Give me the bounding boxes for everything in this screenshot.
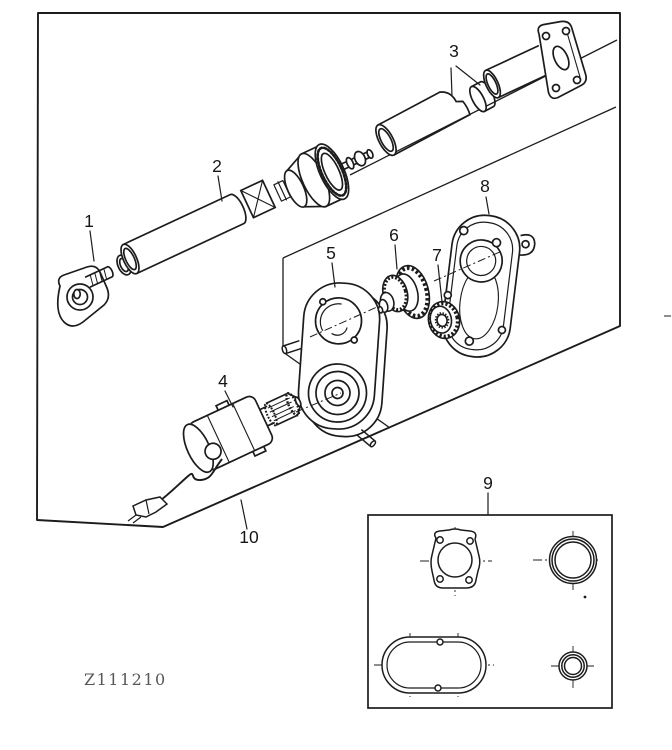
callout-leader-lines <box>89 65 490 530</box>
callout-4: 4 <box>218 371 228 391</box>
wire-connector <box>127 496 169 524</box>
steering-tube-sections <box>375 20 588 157</box>
callout-6: 6 <box>389 225 399 245</box>
gasket-kit-box <box>367 514 613 709</box>
diagram-border-panel <box>36 12 621 528</box>
large-seal-ring <box>548 535 598 585</box>
joint-block <box>239 179 277 219</box>
small-seal-ring <box>558 651 588 681</box>
front-gear-housing <box>281 282 388 448</box>
scan-speck <box>583 595 587 599</box>
actuator-drum <box>283 143 374 208</box>
housing-stub-pin <box>281 340 303 355</box>
cluster-gear <box>377 264 431 320</box>
idler-gear <box>427 300 461 340</box>
assembly-centerlines <box>295 250 503 413</box>
cylinder-tube-assembly <box>120 143 374 275</box>
callout-8: 8 <box>480 176 490 196</box>
rear-gear-housing <box>441 214 536 358</box>
callout-3: 3 <box>449 41 459 61</box>
tube-collar-piece <box>468 80 496 113</box>
callout-2: 2 <box>212 156 222 176</box>
callout-5: 5 <box>326 243 336 263</box>
mount-flange <box>537 20 588 100</box>
housing-shaft-stub <box>356 428 377 448</box>
ball-joint-rod-end <box>56 254 132 327</box>
flange-gasket <box>430 528 481 589</box>
figure-code: Z111210 <box>84 670 167 689</box>
cover-gasket <box>381 636 487 694</box>
callout-7: 7 <box>432 245 442 265</box>
drive-motor <box>127 392 302 524</box>
callout-9: 9 <box>483 473 493 493</box>
callout-10: 10 <box>239 527 259 547</box>
callout-1: 1 <box>84 211 94 231</box>
motor-wire <box>160 458 223 501</box>
